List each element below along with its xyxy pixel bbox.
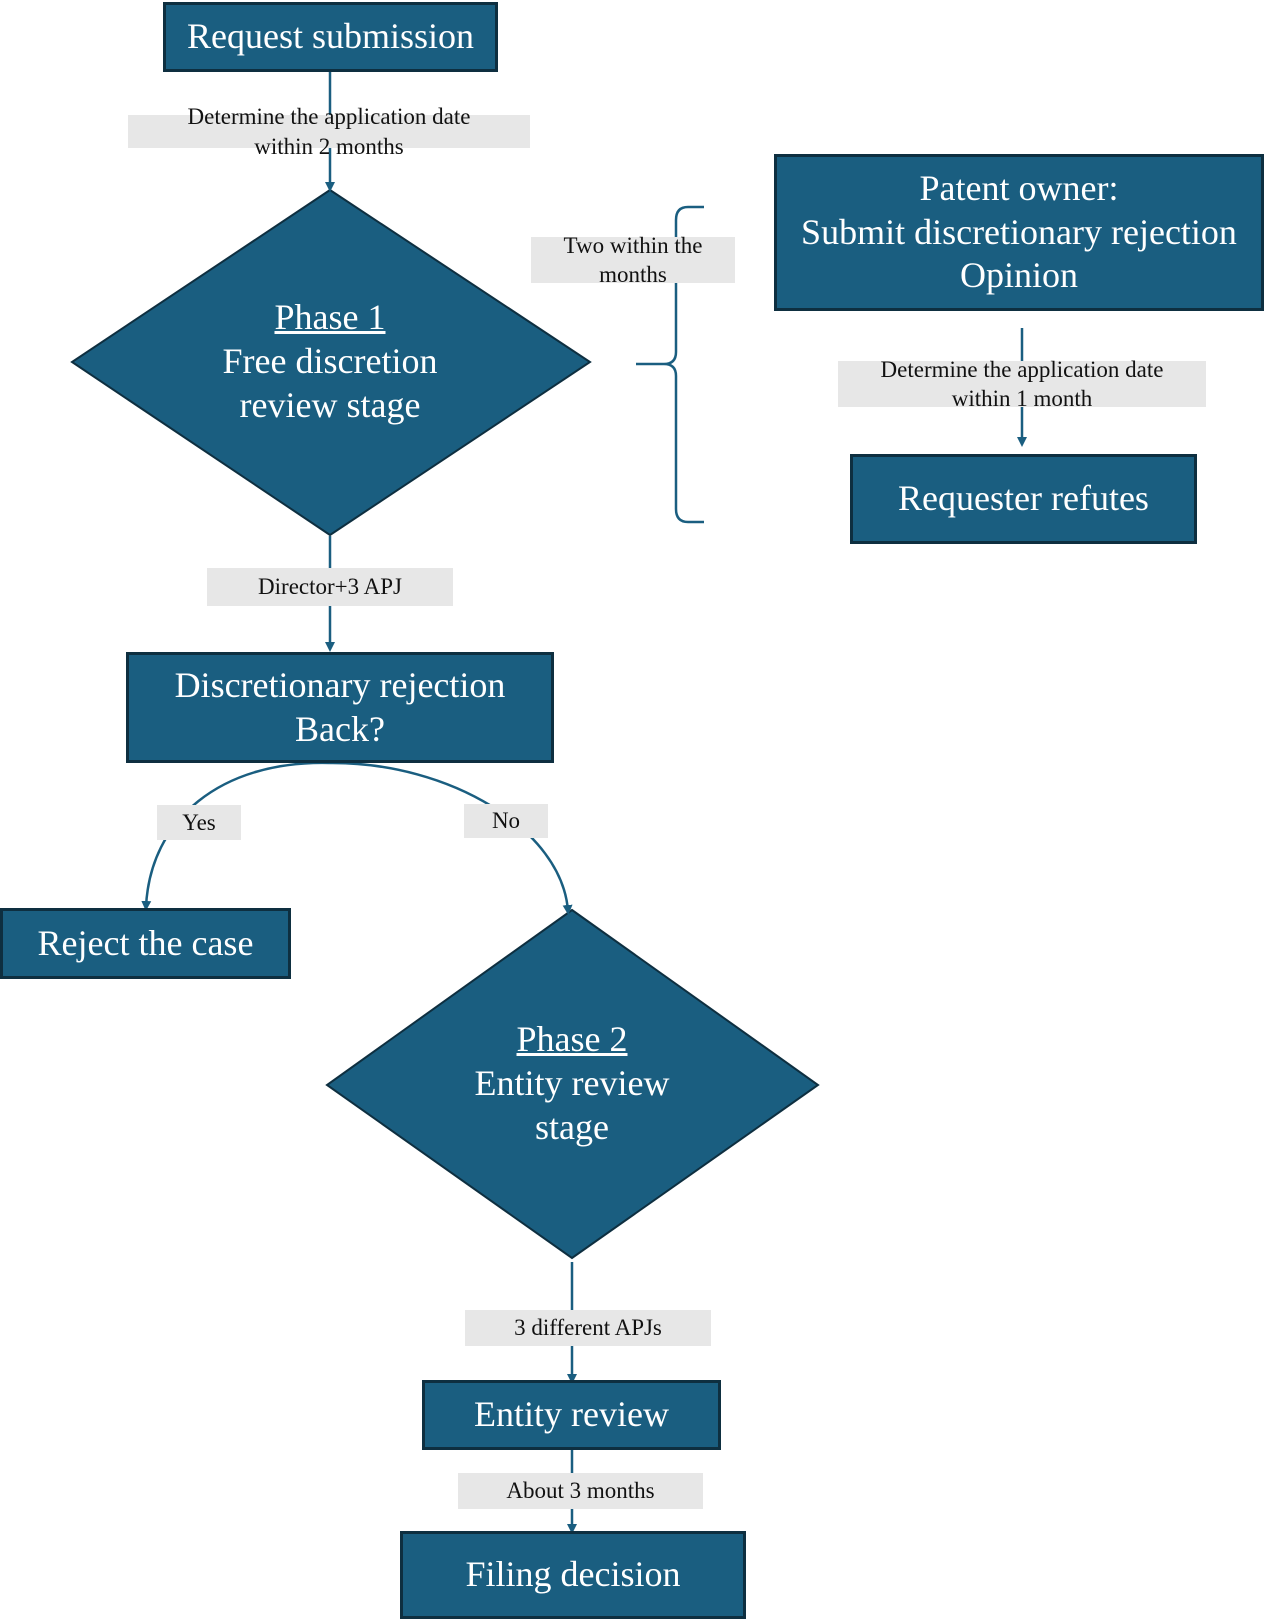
- label-determine-1-month-line1: Determine the application date: [880, 356, 1164, 382]
- patent-owner-line2: Submit discretionary rejection: [801, 211, 1237, 252]
- label-about-3-months: About 3 months: [458, 1473, 703, 1509]
- label-two-months-line1: Two within the: [563, 232, 703, 258]
- label-no-text: No: [491, 808, 521, 834]
- label-two-months-line2: months: [599, 262, 667, 287]
- label-yes: Yes: [157, 805, 241, 840]
- label-about-3-months-text: About 3 months: [506, 1478, 655, 1504]
- patent-owner-line3: Opinion: [959, 255, 1078, 296]
- reject-case-text: Reject the case: [37, 922, 254, 963]
- patent-owner-line1: Patent owner:: [919, 167, 1119, 208]
- label-determine-1-month-line2: within 1 month: [951, 386, 1093, 411]
- phase1-diamond: [70, 188, 592, 537]
- entity-review-node: Entity review: [422, 1380, 721, 1450]
- phase2-diamond: [325, 908, 820, 1260]
- phase1-line1: Free discretion: [222, 340, 438, 381]
- label-determine-1-month: Determine the application date within 1 …: [838, 357, 1206, 411]
- phase1-text: Phase 1 Free discretion review stage: [180, 296, 480, 428]
- phase1-line2: review stage: [239, 384, 421, 425]
- label-determine-2-months: Determine the application date within 2 …: [128, 104, 530, 159]
- filing-decision-node: Filing decision: [400, 1531, 746, 1619]
- label-director-apj: Director+3 APJ: [207, 568, 453, 606]
- requester-refutes-text: Requester refutes: [898, 478, 1149, 519]
- discretionary-rejection-node: Discretionary rejection Back?: [126, 652, 554, 763]
- request-submission-node: Request submission: [163, 2, 498, 72]
- label-no: No: [464, 804, 548, 838]
- requester-refutes-node: Requester refutes: [850, 454, 1197, 544]
- filing-decision-text: Filing decision: [465, 1554, 681, 1595]
- entity-review-text: Entity review: [474, 1394, 669, 1435]
- two-months-brace: [636, 205, 704, 524]
- label-three-apjs: 3 different APJs: [465, 1310, 711, 1346]
- patent-owner-node: Patent owner: Submit discretionary rejec…: [774, 154, 1264, 311]
- arrow-yes-branch: [141, 761, 331, 911]
- request-submission-text: Request submission: [186, 16, 474, 57]
- label-three-apjs-text: 3 different APJs: [514, 1315, 662, 1341]
- phase2-text: Phase 2 Entity review stage: [422, 1018, 722, 1150]
- reject-case-node: Reject the case: [0, 908, 291, 979]
- discretionary-rejection-line2: Back?: [295, 708, 385, 749]
- label-two-months: Two within the months: [531, 233, 735, 287]
- label-yes-text: Yes: [182, 809, 216, 835]
- label-director-apj-text: Director+3 APJ: [258, 574, 402, 600]
- discretionary-rejection-line1: Discretionary rejection: [174, 664, 506, 705]
- phase1-title: Phase 1: [274, 297, 386, 337]
- label-determine-2-months-line1: Determine the application date: [187, 104, 471, 130]
- label-determine-2-months-line2: within 2 months: [254, 133, 404, 159]
- phase2-line2: stage: [535, 1106, 609, 1147]
- phase2-line1: Entity review: [474, 1062, 670, 1103]
- phase2-title: Phase 2: [516, 1019, 628, 1059]
